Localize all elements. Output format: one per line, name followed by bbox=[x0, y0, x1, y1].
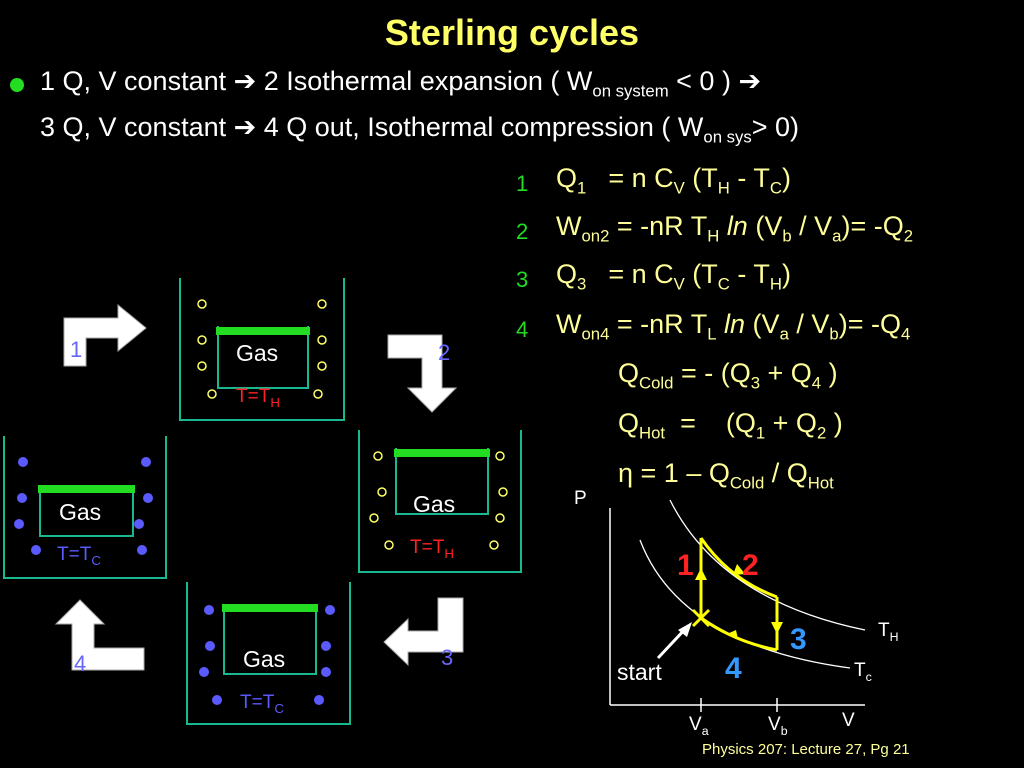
start-label: start bbox=[617, 659, 662, 685]
gas-label-4: Gas bbox=[59, 499, 102, 525]
eq-number-4: 4 bbox=[516, 317, 529, 342]
va-label: Va bbox=[689, 714, 709, 738]
cylinder-state-2 bbox=[358, 430, 522, 573]
bullet-line-2: 3 Q, V constant ➔ 4 Q out, Isothermal co… bbox=[40, 112, 800, 147]
arrow-right-icon: ➔ bbox=[233, 112, 257, 142]
th-label: TH bbox=[878, 620, 899, 644]
p-axis-label: P bbox=[574, 488, 587, 509]
equation-qhot: QHot = (Q1 + Q2 ) bbox=[618, 408, 843, 443]
slide-title: Sterling cycles bbox=[384, 12, 640, 53]
bullet-dot bbox=[10, 78, 24, 92]
vb-label: Vb bbox=[768, 714, 788, 738]
cylinder-state-4 bbox=[3, 436, 167, 579]
equation-4: Won4 = -nR TL ln (Va / Vb)= -Q4 bbox=[556, 309, 911, 344]
stage-label-4: 4 bbox=[74, 651, 87, 676]
start-x-mark bbox=[691, 608, 711, 628]
stage-label-1: 1 bbox=[70, 337, 83, 362]
gas-label-3: Gas bbox=[243, 646, 286, 672]
cycle-path-4 bbox=[700, 616, 778, 652]
footer: Physics 207: Lecture 27, Pg 21 bbox=[702, 741, 910, 758]
temp-label-3: T=TC bbox=[240, 692, 284, 716]
arrow-2-icon bbox=[387, 334, 458, 413]
cycle-cylinders-diagram bbox=[3, 278, 522, 725]
stage-label-2: 2 bbox=[438, 340, 451, 365]
isotherm-th bbox=[669, 499, 866, 631]
pv-stage-3: 3 bbox=[790, 623, 807, 656]
cycle-arrowhead-1 bbox=[695, 568, 707, 580]
temp-label-2: T=TH bbox=[410, 537, 454, 561]
pv-stage-4: 4 bbox=[725, 652, 742, 685]
cylinder-state-3 bbox=[186, 582, 351, 725]
eq-number-1: 1 bbox=[516, 171, 529, 196]
bullet-line-1: 1 Q, V constant ➔ 2 Isothermal expansion… bbox=[40, 66, 762, 101]
pv-diagram bbox=[609, 499, 866, 712]
cycle-arrowhead-3 bbox=[771, 622, 783, 634]
cycle-arrowhead-4 bbox=[727, 630, 738, 639]
arrow-4-icon bbox=[54, 599, 145, 671]
piston-bar-3 bbox=[222, 604, 318, 612]
equation-2: Won2 = -nR TH ln (Vb / Va)= -Q2 bbox=[556, 211, 914, 246]
equation-3: Q3= n CV (TC - TH) bbox=[556, 259, 791, 294]
arrow-right-icon: ➔ bbox=[233, 66, 257, 96]
pv-stage-2: 2 bbox=[742, 549, 759, 582]
eq-number-2: 2 bbox=[516, 219, 529, 244]
eq-number-3: 3 bbox=[516, 267, 529, 292]
piston-bar-4 bbox=[38, 485, 135, 493]
equation-efficiency: η = 1 – QCold / QHot bbox=[618, 458, 834, 493]
pv-stage-1: 1 bbox=[677, 549, 694, 582]
equation-1: Q1= n CV (TH - TC) bbox=[556, 163, 791, 198]
equation-qcold: QCold = - (Q3 + Q4 ) bbox=[618, 358, 838, 393]
cylinder-state-1 bbox=[179, 278, 345, 421]
arrow-3-icon bbox=[383, 597, 464, 667]
temp-label-4: T=TC bbox=[57, 544, 101, 568]
arrow-1-icon bbox=[63, 303, 147, 367]
gas-label-1: Gas bbox=[236, 340, 279, 366]
piston-bar-1 bbox=[216, 327, 310, 335]
stage-label-3: 3 bbox=[441, 645, 454, 670]
v-axis-label: V bbox=[842, 710, 855, 731]
piston-bar-2 bbox=[394, 449, 490, 457]
tc-label: Tc bbox=[854, 660, 872, 684]
temp-label-1: T=TH bbox=[236, 386, 280, 410]
arrow-right-icon: ➔ bbox=[738, 66, 762, 96]
cycle-arrowhead-2 bbox=[733, 564, 745, 575]
gas-label-2: Gas bbox=[413, 491, 456, 517]
eta-symbol: η bbox=[618, 458, 634, 488]
